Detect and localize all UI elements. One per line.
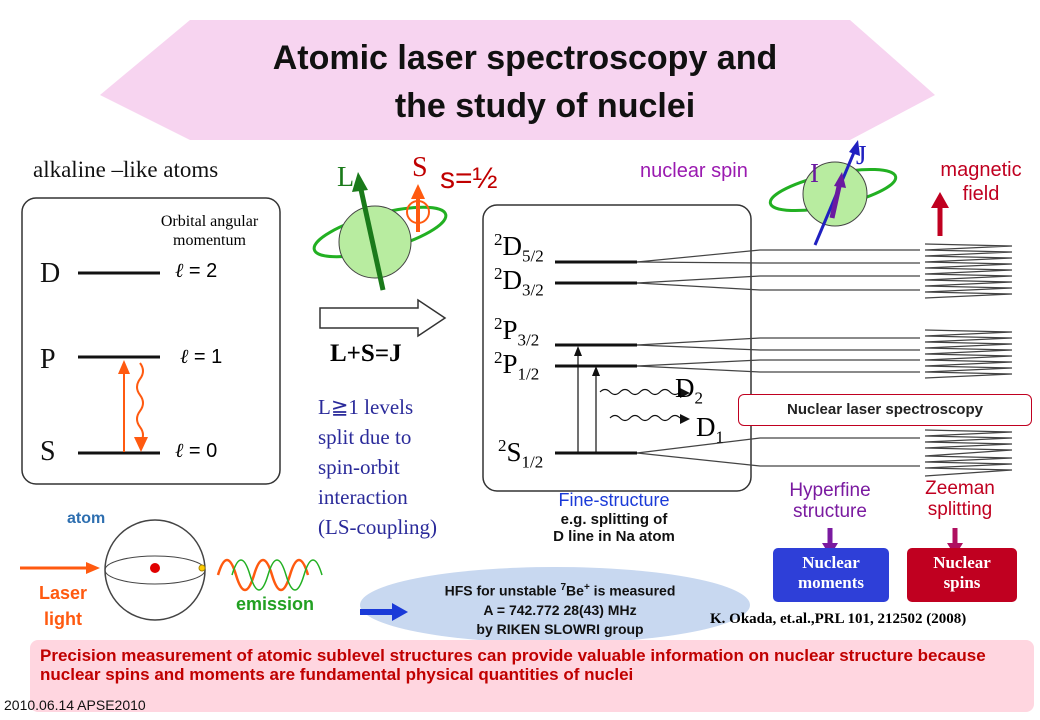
hyperfine-label: Hyperfine structure bbox=[789, 480, 871, 522]
ell-1-label: ℓ = 1 bbox=[180, 346, 223, 368]
d32-label: 2D3/2 bbox=[494, 264, 544, 300]
magnetic-field-label: magnetic field bbox=[940, 159, 1022, 205]
L-label: L bbox=[337, 162, 355, 193]
nuclear-spins-pill: Nuclear spins bbox=[907, 548, 1017, 602]
nuclear-moments-pill: Nuclear moments bbox=[773, 548, 889, 602]
emission-wave-large bbox=[216, 558, 310, 592]
d1-label: D1 bbox=[696, 412, 724, 447]
summary-box bbox=[30, 640, 1034, 712]
footer-date: 2010.06.14 APSE2010 bbox=[4, 697, 146, 713]
level-P-label: P bbox=[40, 344, 56, 375]
summary-text: Precision measurement of atomic sublevel… bbox=[40, 646, 986, 684]
atom-equator bbox=[104, 555, 206, 585]
page-title: Atomic laser spectroscopy and the study … bbox=[140, 34, 910, 130]
ell-0-label: ℓ = 0 bbox=[175, 440, 218, 462]
emission-label: emission bbox=[236, 594, 315, 614]
hfs-text: HFS for unstable 7Be+ is measured A = 74… bbox=[444, 582, 676, 637]
s-half-label: s=½ bbox=[440, 162, 498, 195]
ls-coupling-note: L≧1 levels split due to spin-orbit inter… bbox=[318, 395, 437, 539]
J-label: J bbox=[856, 140, 867, 170]
p32-label: 2P3/2 bbox=[494, 314, 540, 350]
s12-label: 2S1/2 bbox=[498, 436, 544, 472]
ell-2-label: ℓ = 2 bbox=[175, 260, 218, 282]
orbital-label: Orbital angular momentum bbox=[160, 213, 259, 249]
coupling-arrow bbox=[319, 298, 447, 338]
coupling-label: L+S=J bbox=[330, 340, 402, 367]
laser-light-label: Laser light bbox=[38, 583, 88, 629]
nuclear-laser-spectroscopy-label: Nuclear laser spectroscopy bbox=[738, 394, 1032, 426]
nuclear-spin-label: nuclear spin bbox=[640, 160, 748, 182]
zeeman-lines bbox=[924, 243, 1013, 477]
title-banner bbox=[100, 20, 935, 140]
level-S-label: S bbox=[40, 436, 56, 467]
zeeman-label: Zeeman splitting bbox=[925, 478, 995, 520]
d52-label: 2D5/2 bbox=[494, 230, 544, 266]
level-panel-frame bbox=[21, 197, 281, 485]
emission-wave-green bbox=[231, 559, 323, 591]
fine-structure-caption: Fine-structure e.g. splitting of D line … bbox=[553, 490, 675, 545]
alkaline-heading: alkaline –like atoms bbox=[33, 157, 219, 182]
reference-citation: K. Okada, et.al.,PRL 101, 212502 (2008) bbox=[710, 611, 967, 627]
I-label: I bbox=[810, 158, 819, 188]
d2-wave bbox=[599, 388, 681, 396]
hfs-ellipse bbox=[360, 567, 750, 643]
electron-dot bbox=[198, 564, 206, 572]
d1-wave bbox=[609, 414, 681, 422]
nucleus-dot bbox=[150, 563, 160, 573]
title-line-2: the study of nuclei bbox=[394, 87, 696, 125]
atom-label: atom bbox=[67, 510, 106, 527]
level-D-label: D bbox=[40, 258, 61, 289]
title-line-1: Atomic laser spectroscopy and bbox=[272, 39, 778, 77]
I-arrow bbox=[829, 181, 843, 219]
L-arrow bbox=[357, 184, 386, 291]
emission-wave bbox=[136, 362, 144, 444]
p12-label: 2P1/2 bbox=[494, 348, 540, 384]
S-label: S bbox=[412, 152, 428, 183]
hyperfine-lines bbox=[636, 249, 920, 467]
d2-label: D2 bbox=[675, 373, 703, 408]
